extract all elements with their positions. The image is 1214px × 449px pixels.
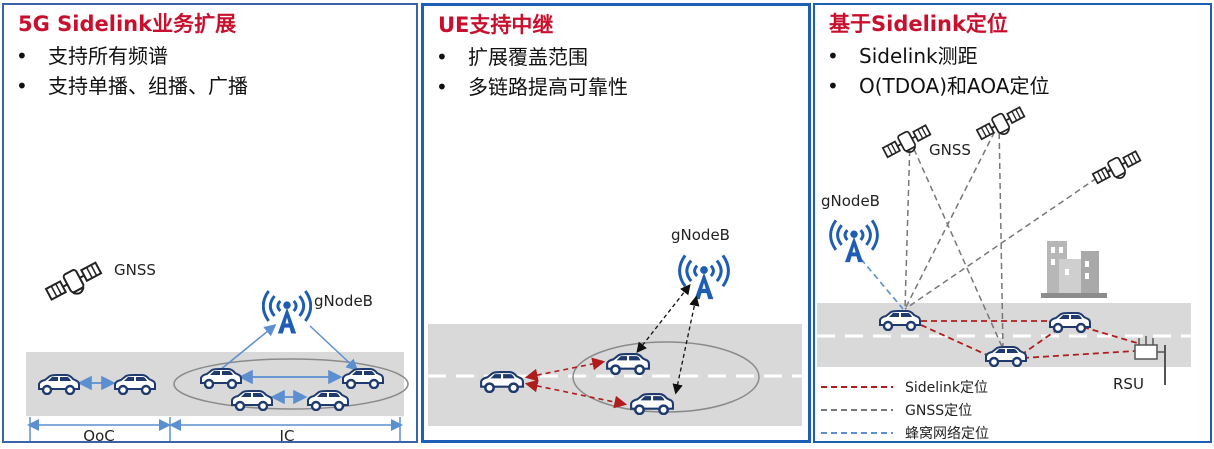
sidelink-arrow	[524, 379, 628, 409]
gnodeb-label: gNodeB	[671, 226, 730, 244]
panel-sidelink-positioning: 基于Sidelink定位 Sidelink测距 O(TDOA)和AOA定位	[813, 3, 1212, 443]
bullet-list: 支持所有频谱 支持单播、组播、广播	[16, 41, 248, 101]
satellite-icon	[975, 105, 1027, 143]
bullet-item: 多链路提高可靠性	[436, 72, 628, 102]
ic-group-ellipse	[173, 358, 409, 410]
gnss-label: GNSS	[114, 261, 156, 279]
satellite-icon	[44, 260, 104, 304]
cellular-line	[860, 258, 904, 310]
panel-title: 5G Sidelink业务扩展	[18, 12, 237, 36]
gnodeb-label: gNodeB	[314, 292, 373, 310]
antenna-tower-icon	[262, 289, 312, 335]
ooc-label: OoC	[83, 427, 114, 441]
antenna-tower-icon	[829, 218, 879, 263]
rsu-icon	[1134, 336, 1166, 385]
ic-label: IC	[280, 427, 295, 441]
panel-ue-relay: UE支持中继 扩展覆盖范围 多链路提高可靠性 gNodeB	[421, 3, 811, 443]
building-icon	[1041, 241, 1107, 298]
bullet-item: 支持所有频谱	[16, 41, 248, 71]
bullet-item: O(TDOA)和AOA定位	[827, 71, 1049, 101]
legend-label: 蜂窝网络定位	[905, 425, 989, 441]
satellite-icon	[881, 123, 933, 161]
panel-title: UE支持中继	[438, 13, 554, 37]
sidelink-arrow	[524, 357, 606, 382]
legend: Sidelink定位 GNSS定位 蜂窝网络定位	[821, 380, 989, 441]
panel-sidelink-extension: 5G Sidelink业务扩展 支持所有频谱 支持单播、组播、广播 GNSS g…	[2, 3, 418, 443]
bullet-item: Sidelink测距	[827, 41, 1049, 71]
scene-diagram: GNSS gNodeB RSU Sidelink定位 GNSS定位 蜂窝网络定位	[817, 105, 1191, 441]
uplink-arrow	[219, 324, 277, 371]
legend-label: Sidelink定位	[905, 380, 988, 396]
scene-diagram: gNodeB	[428, 226, 802, 426]
satellite-icon	[1091, 149, 1143, 187]
antenna-tower-icon	[678, 253, 730, 300]
gnss-label: GNSS	[929, 141, 971, 159]
bullet-item: 支持单播、组播、广播	[16, 71, 248, 101]
relay-link	[672, 295, 700, 395]
scene-diagram: GNSS gNodeB OoC IC	[26, 260, 409, 441]
gnodeb-label: gNodeB	[821, 192, 880, 210]
downlink-arrow	[309, 325, 359, 372]
bullet-list: 扩展覆盖范围 多链路提高可靠性	[436, 42, 628, 102]
gnss-lines	[904, 122, 1114, 350]
bullet-item: 扩展覆盖范围	[436, 42, 628, 72]
panel-title: 基于Sidelink定位	[829, 12, 1008, 36]
legend-label: GNSS定位	[905, 403, 972, 419]
rsu-label: RSU	[1113, 375, 1144, 393]
bullet-list: Sidelink测距 O(TDOA)和AOA定位	[827, 41, 1049, 101]
